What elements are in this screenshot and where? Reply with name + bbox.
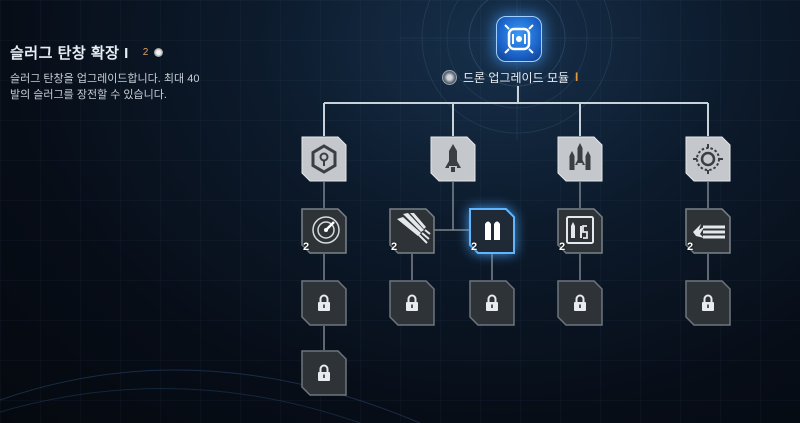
skill-node-locked[interactable] <box>301 280 347 326</box>
lock-icon <box>318 294 330 311</box>
missile-icon <box>445 144 461 172</box>
skill-cost: 2 <box>142 47 149 58</box>
lock-icon <box>486 294 498 311</box>
skill-node-laser-burst[interactable]: 2 <box>685 208 731 254</box>
hexagon-drone-icon <box>311 144 337 174</box>
lock-icon <box>406 294 418 311</box>
skill-level: 2 <box>559 241 566 253</box>
skill-node-locked[interactable] <box>301 350 347 396</box>
category-node-target-ring[interactable] <box>685 136 731 182</box>
skill-node-locked[interactable] <box>557 280 603 326</box>
skill-info-panel: 슬러그 탄창 확장 I 2 슬러그 탄창을 업그레이드합니다. 최대 40 발의… <box>10 42 260 103</box>
skill-level: 2 <box>303 241 310 253</box>
skill-node-radar[interactable]: 2 <box>301 208 347 254</box>
category-node-multi-missile[interactable] <box>557 136 603 182</box>
module-gear-icon <box>442 69 457 85</box>
skill-node-slug-magazine-selected[interactable]: 2 <box>469 208 515 254</box>
skill-level: 2 <box>471 241 478 253</box>
missile-pod-icon <box>566 216 594 244</box>
target-ring-icon <box>693 144 723 174</box>
module-title-row: 드론 업그레이드 모듈 I <box>442 68 578 86</box>
drone-module-node[interactable] <box>496 16 542 62</box>
skill-description: 슬러그 탄창을 업그레이드합니다. 최대 40 발의 슬러그를 장전할 수 있습… <box>10 73 200 101</box>
drone-module-icon <box>504 24 534 54</box>
skill-level: 2 <box>391 241 398 253</box>
laser-burst-icon <box>693 224 725 239</box>
skill-node-rocket-barrage[interactable]: 2 <box>389 208 435 254</box>
module-name: 드론 업그레이드 모듈 <box>463 70 570 85</box>
skill-node-locked[interactable] <box>389 280 435 326</box>
skill-level: 2 <box>687 241 694 253</box>
skill-name: 슬러그 탄창 확장 I <box>10 45 129 62</box>
category-node-hexagon-drone[interactable] <box>301 136 347 182</box>
skill-title-row: 슬러그 탄창 확장 I 2 <box>10 42 260 63</box>
multi-missile-icon <box>569 143 591 170</box>
upgrade-point-icon <box>154 48 164 57</box>
category-node-missile[interactable] <box>430 136 476 182</box>
lock-icon <box>702 294 714 311</box>
module-level: I <box>575 70 579 84</box>
lock-icon <box>574 294 586 311</box>
skill-node-missile-pod[interactable]: 2 <box>557 208 603 254</box>
slug-magazine-icon <box>485 221 500 240</box>
skill-node-locked[interactable] <box>469 280 515 326</box>
skill-node-locked[interactable] <box>685 280 731 326</box>
lock-icon <box>318 364 330 381</box>
radar-icon <box>312 216 340 244</box>
rocket-barrage-icon <box>397 213 431 244</box>
